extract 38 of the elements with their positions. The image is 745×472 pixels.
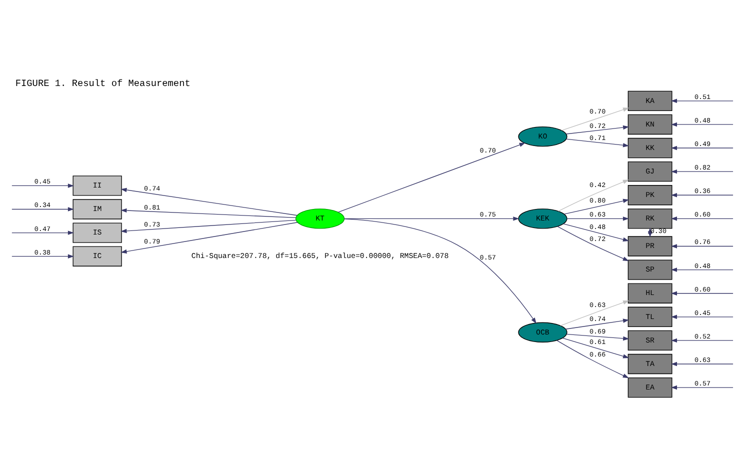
arrow xyxy=(670,290,734,295)
arrow xyxy=(670,122,734,126)
arrow xyxy=(670,384,734,390)
arrow xyxy=(566,333,630,340)
arrow xyxy=(120,222,298,254)
arrow xyxy=(670,192,734,197)
arrow xyxy=(561,107,630,130)
arrow xyxy=(670,98,734,103)
arrow xyxy=(344,218,536,324)
arrow xyxy=(560,300,630,326)
diagram-title: FIGURE 1. Result of Measurement xyxy=(15,77,190,88)
arrow xyxy=(566,124,630,134)
arrow xyxy=(670,216,734,220)
arrow xyxy=(562,337,630,358)
arrow xyxy=(12,254,74,258)
arrow xyxy=(566,138,630,147)
arrow xyxy=(344,216,520,220)
arrow xyxy=(120,208,296,218)
arrow xyxy=(338,142,526,212)
arrow xyxy=(557,226,629,261)
arrow xyxy=(566,216,630,220)
arrow xyxy=(670,168,734,174)
arrow xyxy=(558,179,629,211)
arrow xyxy=(670,338,734,342)
arrow xyxy=(670,314,734,319)
arrow xyxy=(120,187,298,216)
arrow xyxy=(565,318,630,329)
arrow xyxy=(564,198,630,214)
arrow xyxy=(670,244,734,248)
arrow xyxy=(12,183,74,188)
arrow xyxy=(670,145,734,150)
arrow xyxy=(120,219,296,233)
arrow xyxy=(670,267,734,272)
arrow xyxy=(670,361,734,366)
arrow xyxy=(12,206,74,211)
arrow xyxy=(12,230,74,234)
arrow xyxy=(556,340,629,378)
arrow xyxy=(563,223,630,241)
